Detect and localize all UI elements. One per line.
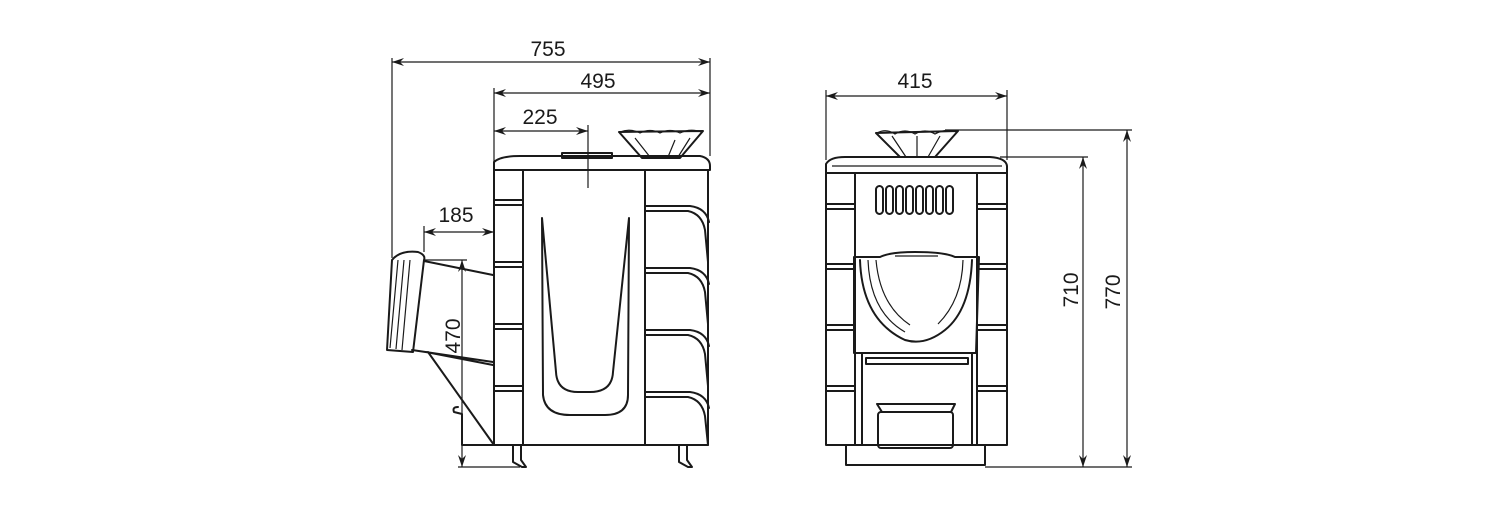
dim-tunnel-height: 470 <box>442 318 465 353</box>
right-curved-bricks <box>644 205 710 446</box>
side-lid <box>493 155 711 171</box>
dim-chimney-offset: 225 <box>522 106 557 129</box>
front-base <box>845 444 986 466</box>
fire-door <box>853 251 980 354</box>
stone-cup-side <box>618 129 704 159</box>
vent-slots <box>875 185 954 215</box>
panel-u-decoration <box>541 217 630 416</box>
dim-overall-depth: 755 <box>530 38 565 61</box>
firebox-tunnel <box>386 250 495 446</box>
dim-body-depth: 495 <box>580 70 615 93</box>
side-dimensions: 755 495 225 185 470 <box>391 38 711 468</box>
stone-cup-front <box>875 129 959 158</box>
front-view <box>825 129 1008 466</box>
front-brick-joints <box>825 203 1008 392</box>
dim-tunnel-length: 185 <box>438 204 473 227</box>
dim-overall-height: 770 <box>1102 274 1125 309</box>
front-dimensions: 415 710 770 <box>825 70 1132 468</box>
chimney-boss <box>561 152 613 159</box>
side-body <box>493 169 709 446</box>
ash-door <box>861 352 973 449</box>
side-view <box>386 129 711 468</box>
front-body <box>825 172 1008 446</box>
dim-body-height: 710 <box>1060 272 1083 307</box>
left-brick-joints <box>493 199 524 392</box>
dim-width: 415 <box>897 70 932 93</box>
leg-back <box>678 444 693 468</box>
leg-front <box>512 444 527 468</box>
front-lid <box>825 156 1008 174</box>
